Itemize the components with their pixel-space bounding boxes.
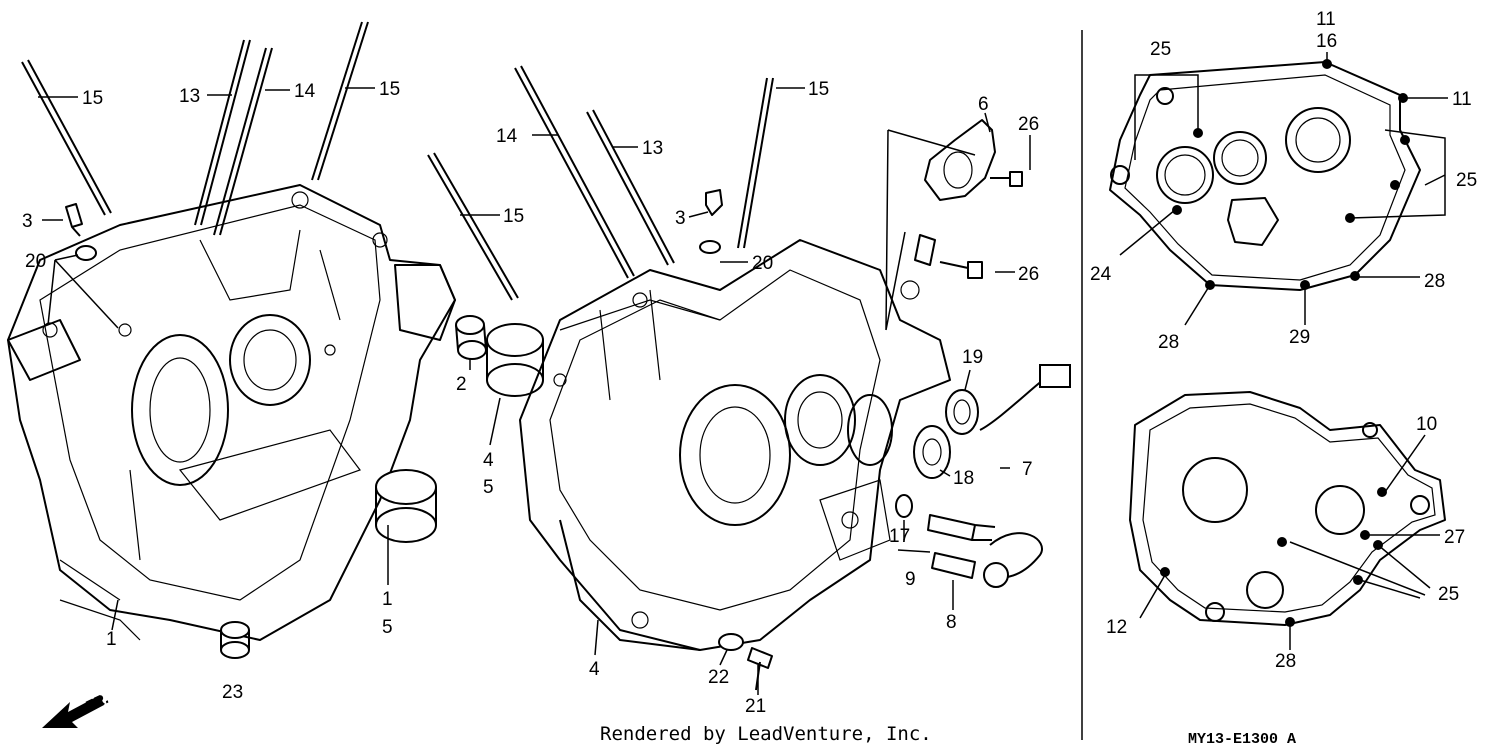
callout-2: 2 xyxy=(456,374,467,395)
callout-14: 14 xyxy=(294,81,316,102)
fastener-dots xyxy=(1160,59,1410,627)
callout-5: 5 xyxy=(483,477,494,498)
callout-25: 25 xyxy=(1438,584,1459,605)
callout-labels: 15 13 14 15 3 20 1 1 5 23 2 4 5 15 14 13… xyxy=(22,9,1477,717)
credit-text: Rendered by LeadVenture, Inc. xyxy=(600,723,932,745)
callout-9: 9 xyxy=(905,569,916,590)
callout-25: 25 xyxy=(1150,39,1171,60)
callout-21: 21 xyxy=(745,696,766,717)
callout-15: 15 xyxy=(379,79,400,100)
callout-5: 5 xyxy=(382,617,393,638)
callout-28: 28 xyxy=(1424,271,1445,292)
drawing-code: MY13-E1300 A xyxy=(1188,731,1296,748)
right-crankcase-half xyxy=(519,239,951,651)
leader-lines xyxy=(38,52,1448,695)
callout-1: 1 xyxy=(106,629,117,650)
callout-26: 26 xyxy=(1018,264,1039,285)
callout-23: 23 xyxy=(222,682,243,703)
callout-29: 29 xyxy=(1289,327,1310,348)
callout-26: 26 xyxy=(1018,114,1039,135)
small-parts xyxy=(65,119,1071,691)
callout-14: 14 xyxy=(496,126,518,147)
callout-22: 22 xyxy=(708,667,729,688)
callout-17: 17 xyxy=(889,526,910,547)
callout-28: 28 xyxy=(1158,332,1179,353)
callout-13: 13 xyxy=(179,86,200,107)
callout-10: 10 xyxy=(1416,414,1437,435)
callout-16: 16 xyxy=(1316,31,1337,52)
callout-8: 8 xyxy=(946,612,957,633)
callout-25: 25 xyxy=(1456,170,1477,191)
callout-13: 13 xyxy=(642,138,663,159)
callout-6: 6 xyxy=(978,94,989,115)
callout-28: 28 xyxy=(1275,651,1296,672)
callout-3: 3 xyxy=(22,211,33,232)
gasket-inset xyxy=(1081,30,1446,740)
callout-15: 15 xyxy=(503,206,524,227)
callout-7: 7 xyxy=(1022,459,1033,480)
callout-3: 3 xyxy=(675,208,686,229)
callout-19: 19 xyxy=(962,347,983,368)
callout-27: 27 xyxy=(1444,527,1465,548)
callout-20: 20 xyxy=(752,253,773,274)
callout-11: 11 xyxy=(1316,9,1336,30)
callout-20: 20 xyxy=(25,251,46,272)
callout-15: 15 xyxy=(82,88,103,109)
callout-18: 18 xyxy=(953,468,974,489)
left-crankcase-half xyxy=(7,184,456,641)
callout-4: 4 xyxy=(589,659,600,680)
callout-15: 15 xyxy=(808,79,829,100)
stud-bolts xyxy=(21,21,774,301)
callout-11: 11 xyxy=(1452,89,1472,110)
callout-12: 12 xyxy=(1106,617,1127,638)
front-direction-arrow: FR. xyxy=(42,690,112,728)
callout-24: 24 xyxy=(1090,264,1112,285)
callout-1: 1 xyxy=(382,589,393,610)
front-direction-label: FR. xyxy=(83,690,112,716)
callout-4: 4 xyxy=(483,450,494,471)
